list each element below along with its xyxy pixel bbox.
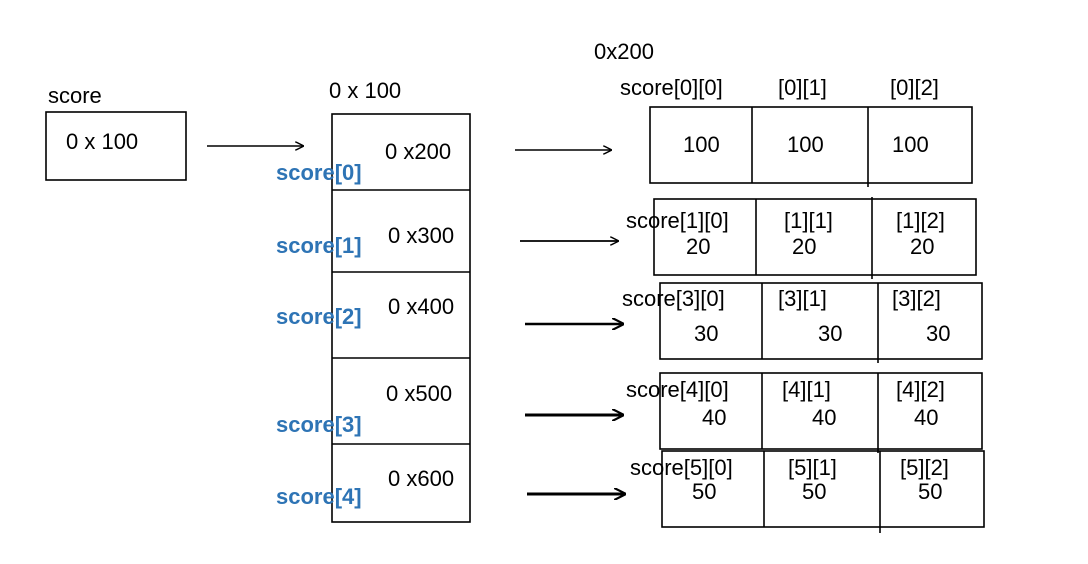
cell-label: [4][1] — [782, 377, 831, 402]
cell-value: 50 — [802, 479, 827, 504]
cell-label: [1][1] — [784, 208, 833, 233]
cell-value: 40 — [914, 405, 939, 430]
cell-label: score[0][0] — [620, 75, 723, 100]
cell-value: 40 — [702, 405, 727, 430]
pointer-value: 0 x 100 — [66, 129, 139, 154]
cell-label: [0][1] — [778, 75, 827, 100]
cell-value: 30 — [694, 321, 719, 346]
pointer-name: score — [48, 83, 102, 108]
cell-label: score[5][0] — [630, 455, 733, 480]
cell-label: score[1][0] — [626, 208, 729, 233]
cell-value: 100 — [892, 132, 929, 157]
row-label-2: score[2] — [276, 304, 362, 329]
row-2-box — [659, 282, 983, 363]
cell-value: 100 — [683, 132, 720, 157]
cell-value: 50 — [692, 479, 717, 504]
cell-label: [0][2] — [890, 75, 939, 100]
cell-value: 40 — [812, 405, 837, 430]
row-1-box — [653, 197, 977, 279]
cell-label: score[4][0] — [626, 377, 729, 402]
cell-label: [5][2] — [900, 455, 949, 480]
cell-value: 20 — [686, 234, 711, 259]
row-4-box — [661, 450, 985, 533]
row-label-1: score[1] — [276, 233, 362, 258]
row-array-value-4: 0 x600 — [388, 466, 455, 491]
row-array-address: 0 x 100 — [329, 78, 402, 103]
first-row-address: 0x200 — [594, 39, 654, 64]
row-array-box — [331, 113, 471, 523]
pointer-box — [45, 111, 187, 181]
row-3-box — [659, 372, 983, 453]
cell-label: [5][1] — [788, 455, 837, 480]
row-array-value-1: 0 x300 — [388, 223, 455, 248]
cell-value: 20 — [910, 234, 935, 259]
row-array-value-2: 0 x400 — [388, 294, 455, 319]
cell-value: 50 — [918, 479, 943, 504]
row-label-3: score[3] — [276, 412, 362, 437]
row-label-4: score[4] — [276, 484, 362, 509]
row-label-0: score[0] — [276, 160, 362, 185]
cell-value: 20 — [792, 234, 817, 259]
cell-label: [3][2] — [892, 286, 941, 311]
cell-label: [1][2] — [896, 208, 945, 233]
cell-value: 100 — [787, 132, 824, 157]
cell-label: [3][1] — [778, 286, 827, 311]
row-array-value-0: 0 x200 — [385, 139, 452, 164]
cell-label: score[3][0] — [622, 286, 725, 311]
cell-value: 30 — [818, 321, 843, 346]
row-array-value-3: 0 x500 — [386, 381, 453, 406]
row-0-box — [649, 106, 973, 187]
cell-value: 30 — [926, 321, 951, 346]
cell-label: [4][2] — [896, 377, 945, 402]
